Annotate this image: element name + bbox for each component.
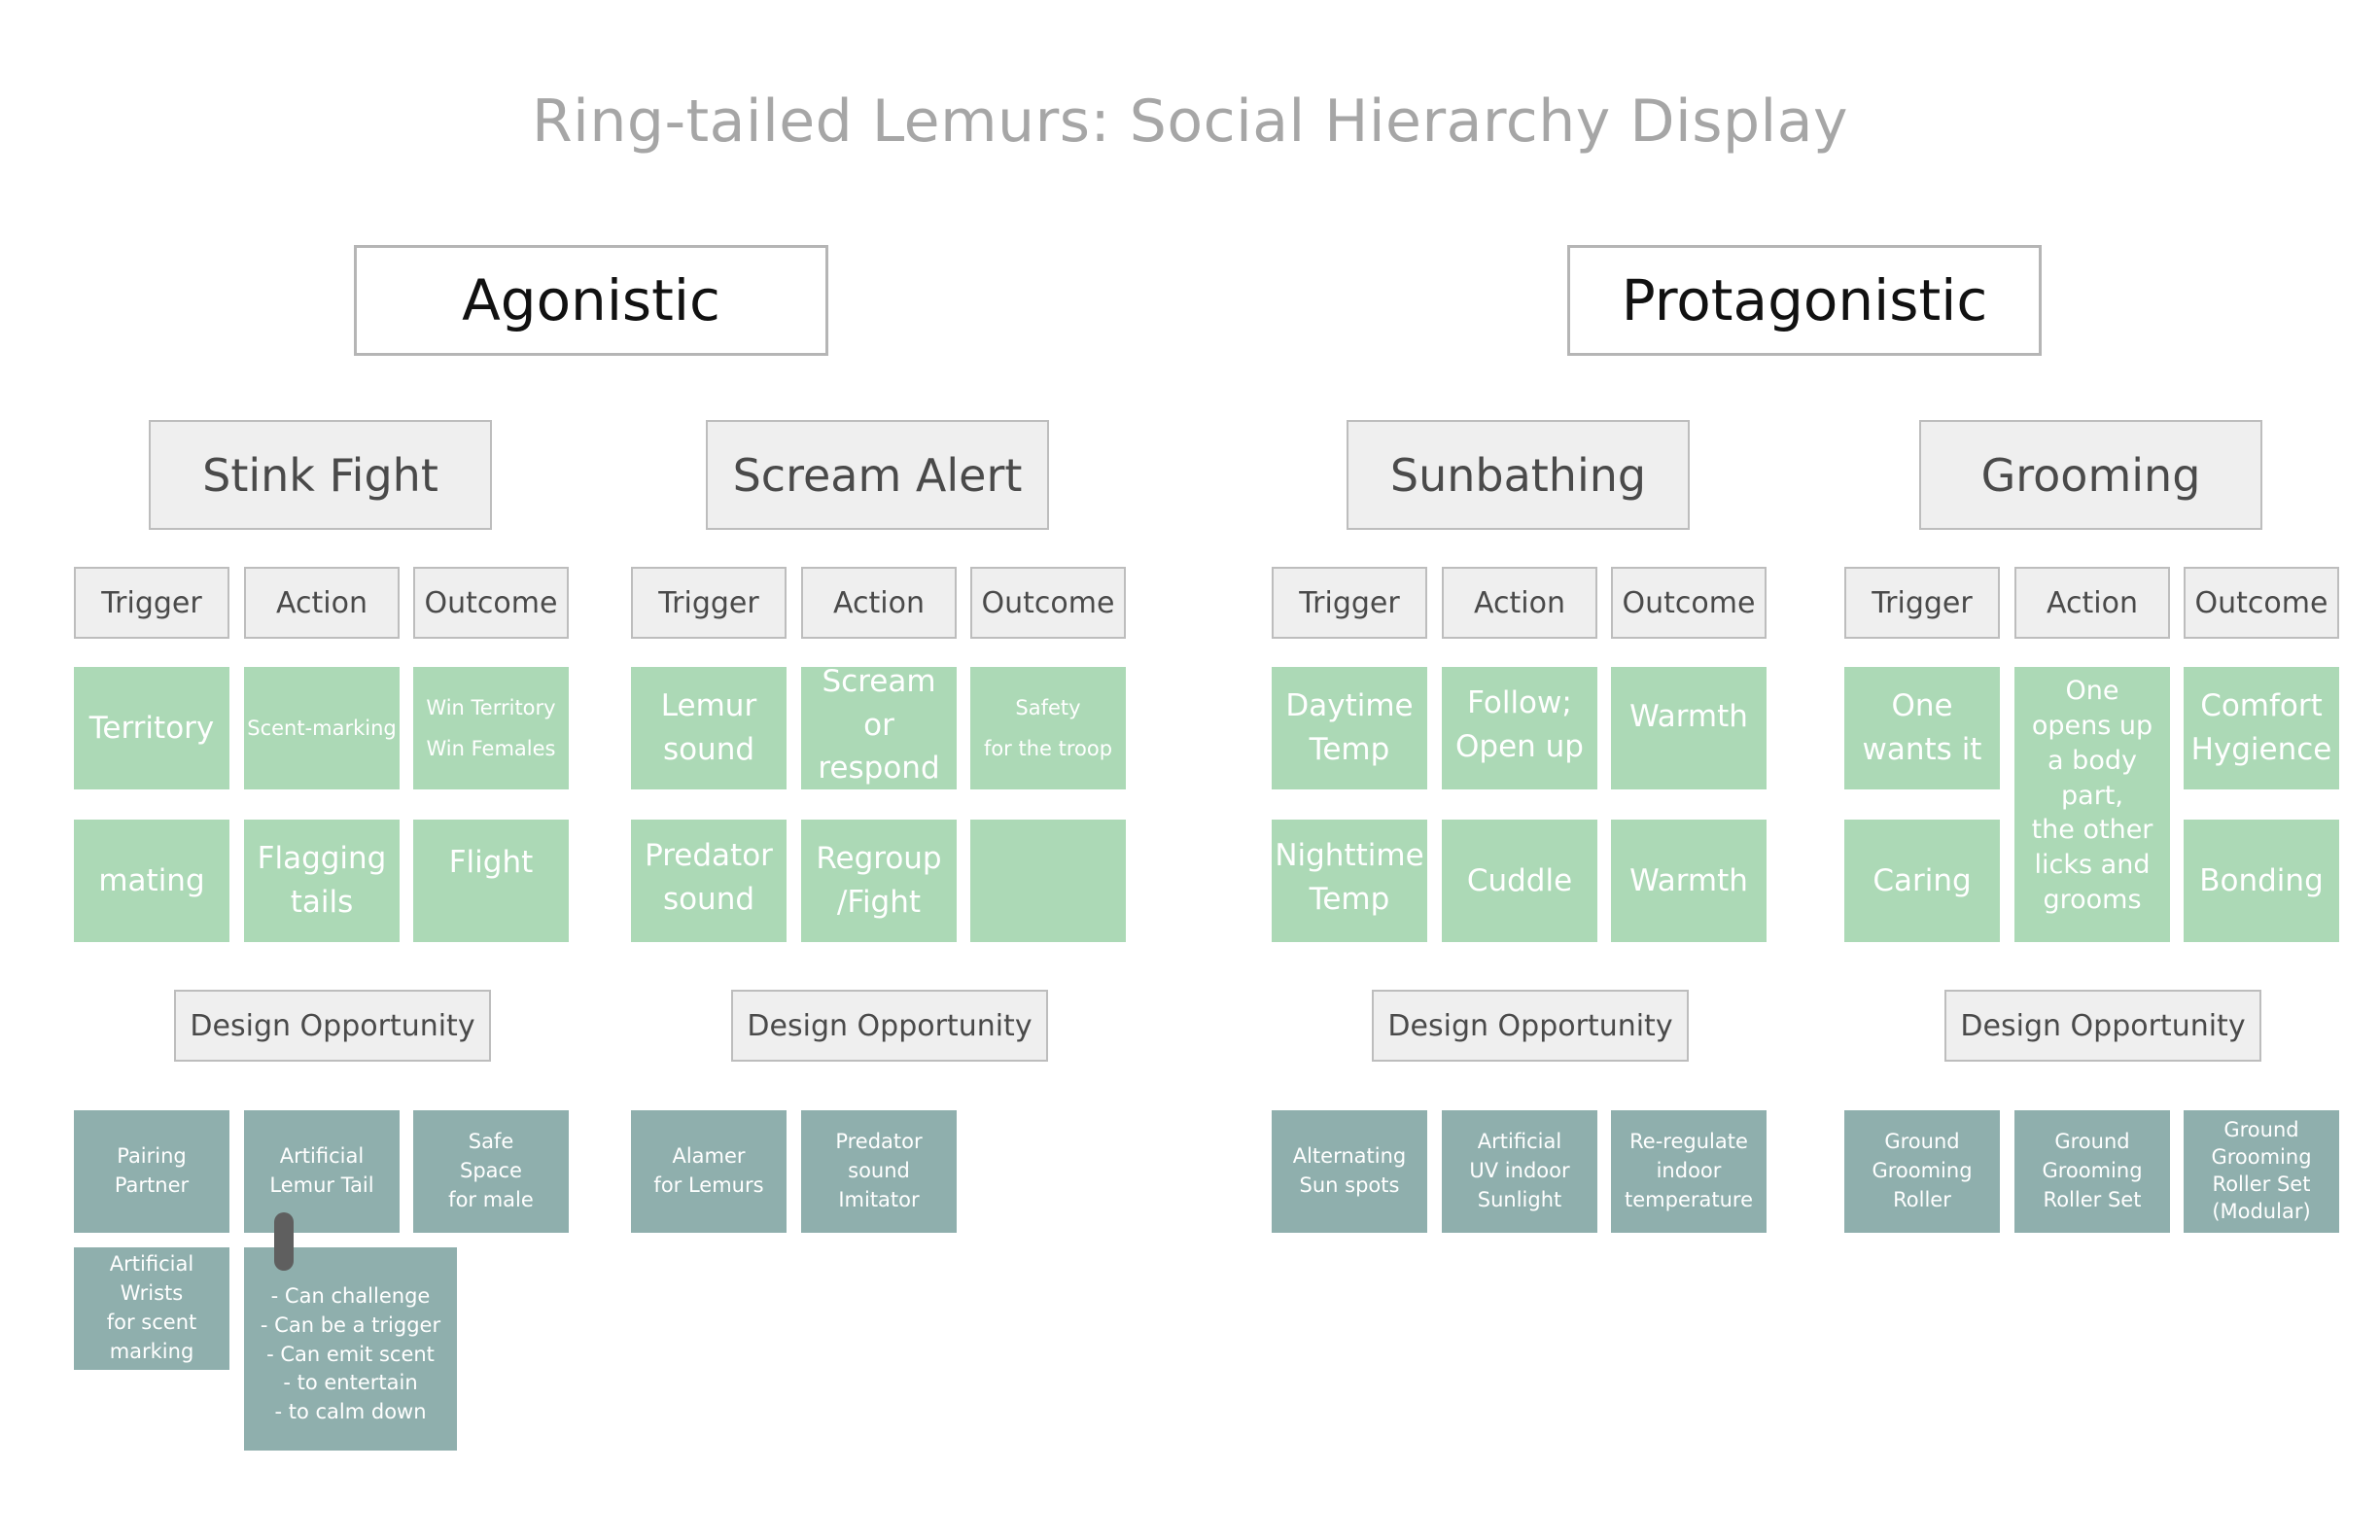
opportunity-card: Ground Grooming Roller Set (Modular)	[2184, 1110, 2339, 1233]
opportunity-card: Re-regulate indoor temperature	[1611, 1110, 1767, 1233]
design-opportunity-label: Design Opportunity	[1944, 990, 2261, 1062]
opportunity-card: Alternating Sun spots	[1272, 1110, 1427, 1233]
opportunity-card: Ground Grooming Roller	[1844, 1110, 2000, 1233]
cell-trigger: Territory	[74, 667, 229, 789]
header-outcome: Outcome	[2184, 567, 2339, 639]
cell-outcome: Flight	[413, 820, 569, 942]
category-agonistic: Agonistic	[354, 245, 828, 356]
group-stink-fight: Stink Fight	[149, 420, 492, 530]
cell-trigger: mating	[74, 820, 229, 942]
header-outcome: Outcome	[970, 567, 1126, 639]
cell-outcome: Bonding	[2184, 820, 2339, 942]
cell-trigger: Nighttime Temp	[1272, 820, 1427, 942]
cell-action: One opens up a body part, the other lick…	[2014, 667, 2170, 942]
cell-action: Regroup /Fight	[801, 820, 957, 942]
header-outcome: Outcome	[1611, 567, 1767, 639]
diagram-title: Ring-tailed Lemurs: Social Hierarchy Dis…	[531, 88, 1848, 156]
cell-action: Follow; Open up	[1442, 667, 1597, 789]
header-action: Action	[1442, 567, 1597, 639]
cell-trigger: Predator sound	[631, 820, 787, 942]
cell-trigger: Lemur sound	[631, 667, 787, 789]
cell-outcome: Warmth	[1611, 820, 1767, 942]
header-action: Action	[2014, 567, 2170, 639]
opportunity-card: Artificial Wrists for scent marking	[74, 1247, 229, 1370]
opportunity-card: Safe Space for male	[413, 1110, 569, 1233]
design-opportunity-label: Design Opportunity	[731, 990, 1048, 1062]
cell-action: Cuddle	[1442, 820, 1597, 942]
group-sunbathing: Sunbathing	[1347, 420, 1690, 530]
opportunity-card: Pairing Partner	[74, 1110, 229, 1233]
cell-action: Flagging tails	[244, 820, 400, 942]
opportunity-card: Ground Grooming Roller Set	[2014, 1110, 2170, 1233]
header-trigger: Trigger	[631, 567, 787, 639]
cell-trigger: Caring	[1844, 820, 2000, 942]
header-outcome: Outcome	[413, 567, 569, 639]
design-opportunity-label: Design Opportunity	[174, 990, 491, 1062]
opportunity-card: Predator sound Imitator	[801, 1110, 957, 1233]
header-action: Action	[801, 567, 957, 639]
header-action: Action	[244, 567, 400, 639]
design-opportunity-label: Design Opportunity	[1372, 990, 1689, 1062]
cell-action: Scream or respond	[801, 664, 957, 789]
cell-action: Scent-marking	[244, 667, 400, 789]
header-trigger: Trigger	[74, 567, 229, 639]
opportunity-card: Artificial UV indoor Sunlight	[1442, 1110, 1597, 1233]
cell-outcome: Win Territory Win Females	[413, 667, 569, 789]
opportunity-note-card: - Can challenge - Can be a trigger - Can…	[244, 1247, 457, 1451]
cell-outcome: Safety for the troop	[970, 667, 1126, 789]
cell-outcome: Warmth	[1611, 667, 1767, 789]
category-protagonistic: Protagonistic	[1567, 245, 2042, 356]
cell-trigger: Daytime Temp	[1272, 667, 1427, 789]
cell-trigger: One wants it	[1844, 667, 2000, 789]
opportunity-card: Artificial Lemur Tail	[244, 1110, 400, 1233]
group-scream-alert: Scream Alert	[706, 420, 1049, 530]
group-grooming: Grooming	[1919, 420, 2262, 530]
header-trigger: Trigger	[1272, 567, 1427, 639]
drag-handle[interactable]	[274, 1212, 294, 1271]
header-trigger: Trigger	[1844, 567, 2000, 639]
opportunity-card: Alamer for Lemurs	[631, 1110, 787, 1233]
cell-outcome-empty	[970, 820, 1126, 942]
cell-outcome: Comfort Hygience	[2184, 667, 2339, 789]
